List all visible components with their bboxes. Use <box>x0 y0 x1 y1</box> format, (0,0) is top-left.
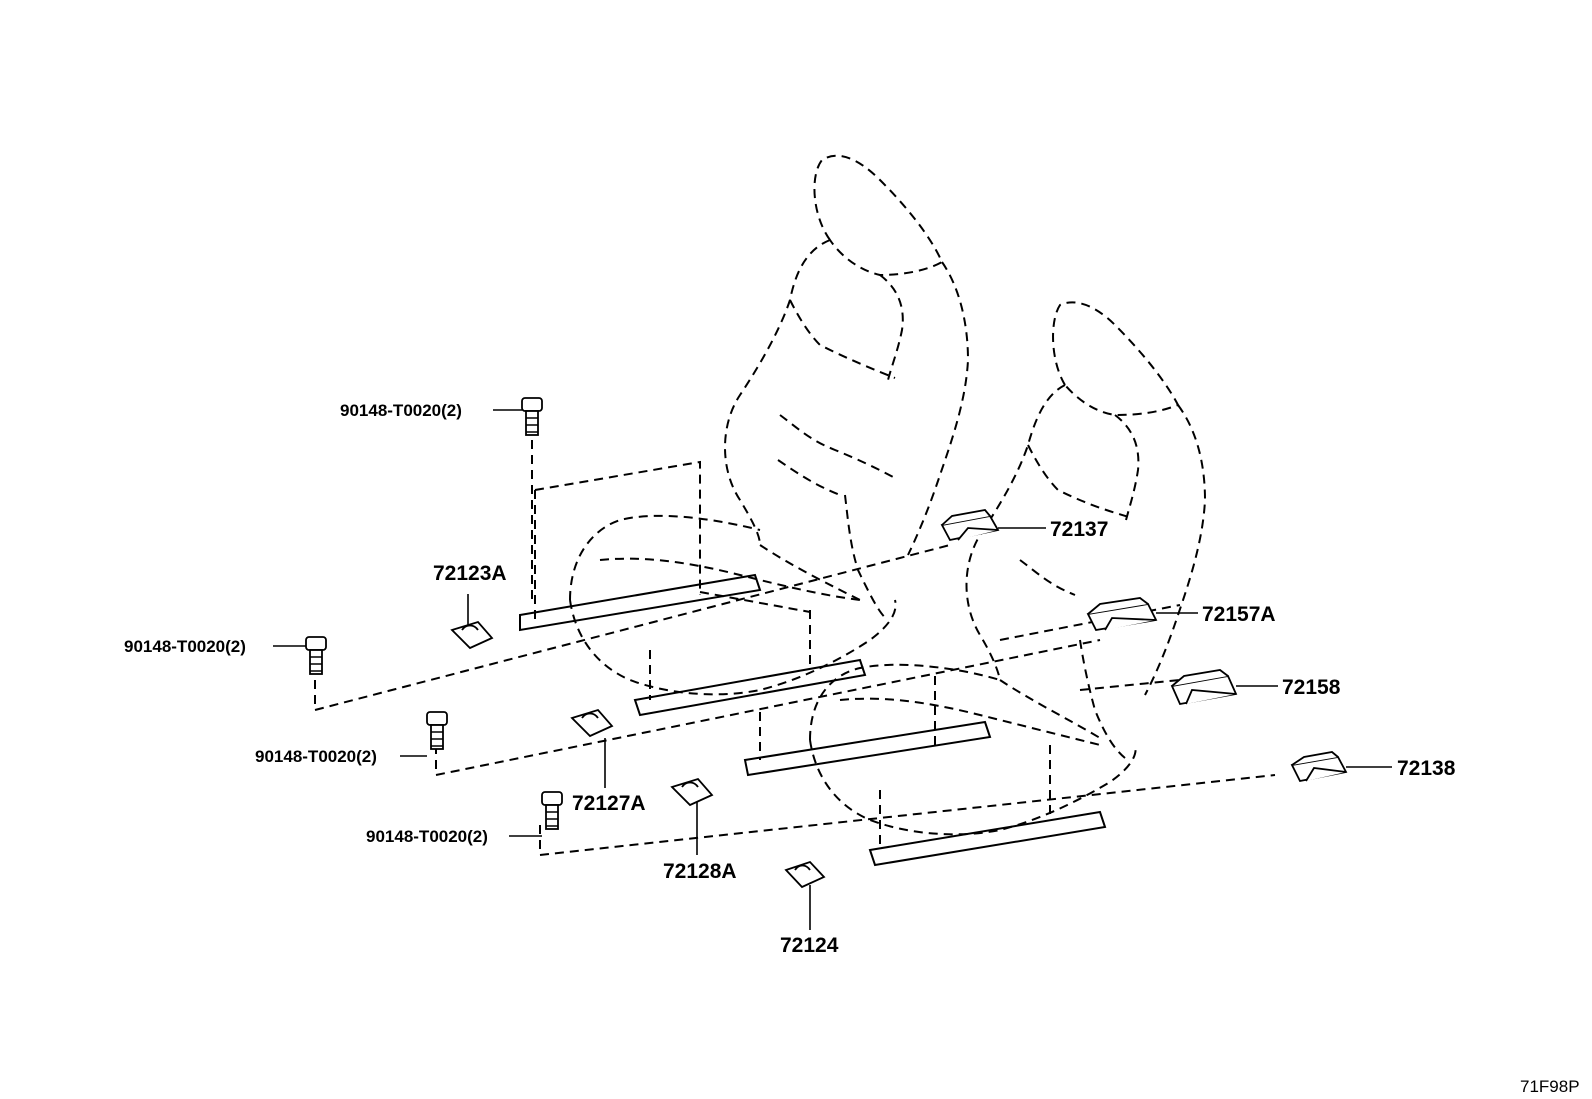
callout-bolt-c: 90148-T0020(2) <box>255 747 377 766</box>
callout-72158: 72158 <box>1282 676 1341 699</box>
leg-cover-72124-icon <box>784 860 826 889</box>
cover-72158-icon <box>1170 669 1238 706</box>
callout-72128a: 72128A <box>663 860 737 883</box>
leader-lines <box>273 409 1392 930</box>
cover-72138-icon <box>1290 751 1348 783</box>
left-seat-outline <box>519 154 970 717</box>
callout-bolt-a: 90148-T0020(2) <box>340 401 462 420</box>
cover-72137-icon <box>940 509 1000 542</box>
leg-cover-72123a-icon <box>450 620 494 650</box>
bolt-icon <box>541 791 563 830</box>
callout-72137: 72137 <box>1050 518 1108 541</box>
leg-cover-72128a-icon <box>670 777 714 807</box>
leg-cover-72127a-icon <box>570 708 614 738</box>
bolt-icon <box>426 711 448 750</box>
callout-72123a: 72123A <box>433 562 507 585</box>
bolt-icon <box>521 397 543 436</box>
right-seat-outline <box>743 301 1207 867</box>
cover-72157a-icon <box>1086 597 1158 631</box>
callout-bolt-b: 90148-T0020(2) <box>124 637 246 656</box>
callout-72124: 72124 <box>780 934 839 957</box>
figure-code: 71F98P <box>1520 1077 1580 1096</box>
callout-bolt-d: 90148-T0020(2) <box>366 827 488 846</box>
callout-72157a: 72157A <box>1202 603 1276 626</box>
bolt-icon <box>305 636 327 675</box>
callout-72127a: 72127A <box>572 792 646 815</box>
callout-72138: 72138 <box>1397 757 1456 780</box>
